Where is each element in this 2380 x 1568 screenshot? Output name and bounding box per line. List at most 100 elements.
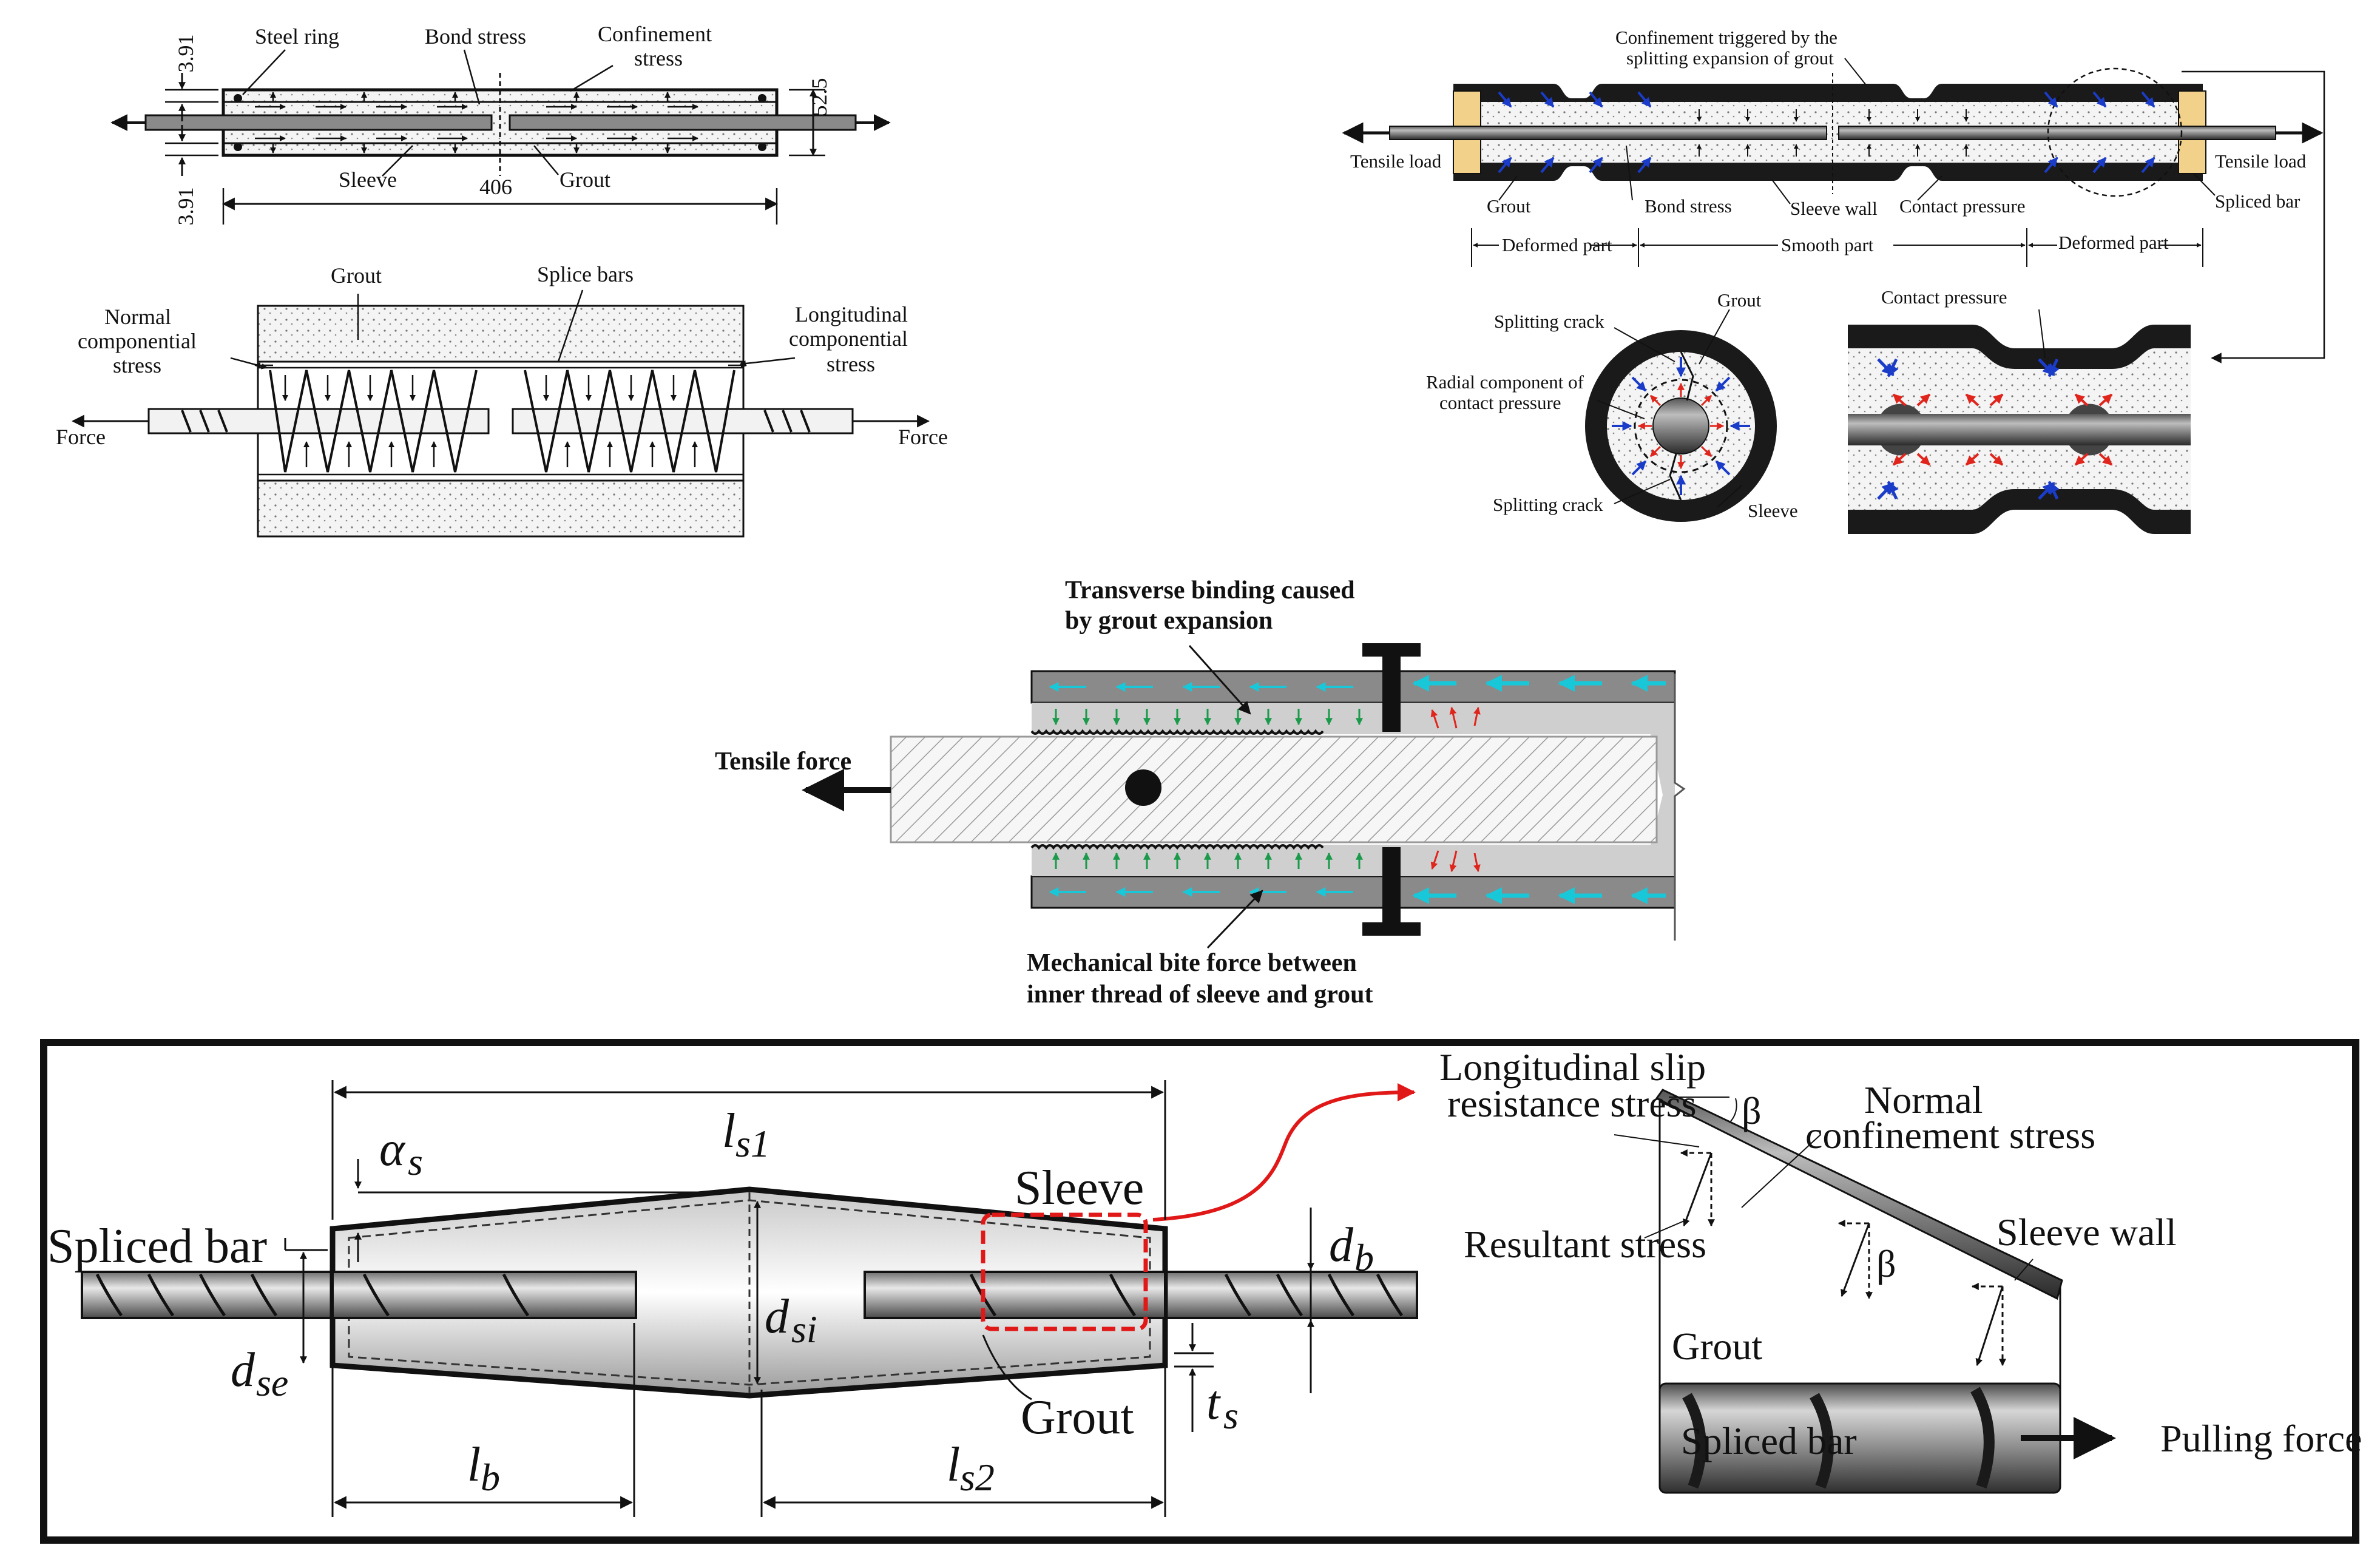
- label-sleeve-wall: Sleeve wall: [1996, 1211, 2177, 1254]
- panel-d-pin: [1125, 769, 1161, 806]
- label-ls2: l s2: [947, 1438, 995, 1499]
- label-db: d b: [1329, 1218, 1374, 1279]
- label-ls1: l s1: [722, 1104, 770, 1165]
- panel-c-blue-arrows: [1498, 91, 2155, 174]
- panel-c-sleeve-top: [1453, 84, 2203, 102]
- label-dsi-main: d: [765, 1290, 789, 1343]
- label-resultant-stress: Resultant stress: [1464, 1223, 1706, 1266]
- label-tensile-load-right: Tensile load: [2215, 150, 2307, 172]
- label-ls2-main: l: [947, 1438, 960, 1492]
- panel-a-bar-left: [144, 114, 493, 131]
- label-force-right: Force: [898, 425, 948, 449]
- panel-d-red-arrows: [1430, 706, 1481, 873]
- label-normal-confinement-line1: Normal: [1864, 1078, 1983, 1121]
- panel-c-sleeve-bottom: [1453, 163, 2203, 181]
- label-deformed-part-left: Deformed part: [1502, 234, 1612, 255]
- detail-bar: [1848, 414, 2191, 445]
- panel-d-cyan-arrows: [1049, 675, 1666, 904]
- label-confinement-line2: splitting expansion of grout: [1626, 47, 1834, 69]
- detail-red-arrows: [1892, 393, 2113, 466]
- label-longitudinal-slip-line2: resistance stress: [1447, 1082, 1697, 1125]
- label-normal-componential-line2: componential: [78, 329, 197, 353]
- label-normal-componential-line3: stress: [113, 353, 161, 377]
- label-contact-pressure: Contact pressure: [1899, 195, 2025, 217]
- label-radial-component-line2: contact pressure: [1439, 392, 1561, 413]
- panel-f-bar-ribs: [1682, 1387, 1995, 1489]
- label-grout: Grout: [1487, 195, 1531, 217]
- label-grout: Grout: [1672, 1325, 1763, 1368]
- label-normal-confinement-line2: confinement stress: [1805, 1113, 2095, 1157]
- label-mechanical-bite-line1: Mechanical bite force between: [1027, 949, 1357, 977]
- dimension-3-91-bottom: 3.91: [174, 188, 198, 226]
- panel-b: Grout Splice bars Normal componential st…: [56, 262, 948, 538]
- dimension-3-91-top: 3.91: [174, 35, 198, 73]
- label-mechanical-bite-line2: inner thread of sleeve and grout: [1027, 981, 1373, 1009]
- label-lb-sub: b: [481, 1456, 500, 1499]
- label-grout: Grout: [560, 167, 610, 192]
- label-tensile-force: Tensile force: [715, 748, 851, 776]
- label-force-left: Force: [56, 425, 106, 449]
- label-longitudinal-slip-line1: Longitudinal slip: [1439, 1046, 1706, 1089]
- panel-d-green-arrows: [1052, 709, 1363, 869]
- bottom-frame: [40, 1039, 2359, 1544]
- label-ts: t s: [1206, 1376, 1239, 1437]
- label-deformed-part-right: Deformed part: [2058, 232, 2169, 253]
- label-spliced-bar: Spliced bar: [47, 1220, 267, 1273]
- label-confinement-stress-line2: stress: [634, 46, 683, 70]
- panel-a-drawing: [110, 49, 891, 225]
- label-spliced-bar: Spliced bar: [1681, 1419, 1857, 1462]
- label-smooth-part: Smooth part: [1781, 234, 1874, 255]
- section-blue-arrows: [1612, 357, 1750, 495]
- panel-a: Steel ring Bond stress Confinement stres…: [110, 22, 891, 226]
- label-dse: d se: [231, 1343, 288, 1404]
- label-ts-sub: s: [1223, 1394, 1239, 1437]
- dimension-52-5: 52.5: [807, 78, 831, 117]
- label-transverse-binding-line1: Transverse binding caused: [1065, 576, 1355, 604]
- label-alpha-sub: s: [408, 1140, 423, 1183]
- label-dse-sub: se: [256, 1361, 288, 1404]
- panel-b-grout-top: [257, 305, 745, 363]
- panel-b-spiral: [181, 370, 811, 473]
- panel-e-highlight-box: [981, 1212, 1148, 1331]
- label-grout: Grout: [331, 263, 382, 288]
- label-ls2-sub: s2: [960, 1456, 995, 1499]
- label-alpha-s: α s: [379, 1123, 423, 1183]
- panel-c-bar-right: [1838, 126, 2276, 140]
- label-transverse-binding-line2: by grout expansion: [1065, 607, 1273, 635]
- label-tensile-load-left: Tensile load: [1350, 150, 1442, 172]
- panel-d-stopper-top: [1382, 647, 1401, 732]
- panel-d: Transverse binding caused by grout expan…: [715, 576, 1686, 1009]
- label-normal-componential-line1: Normal: [104, 305, 171, 329]
- panel-b-grout-bottom: [257, 479, 745, 538]
- panel-d-bar: [890, 735, 1658, 843]
- label-ls1-sub: s1: [735, 1122, 770, 1165]
- panel-f-sleeve-wall: [1655, 1089, 2063, 1300]
- panel-c-detail-circle: [2047, 67, 2183, 197]
- panel-f: Longitudinal slip resistance stress β No…: [1439, 1046, 2362, 1494]
- label-beta-mid: β: [1876, 1242, 1896, 1285]
- label-grout: Grout: [1021, 1391, 1134, 1444]
- panel-d-grout-top: [1032, 703, 1675, 734]
- panel-d-grout-bottom: [1032, 845, 1675, 876]
- label-bond-stress: Bond stress: [425, 24, 526, 49]
- label-confinement-line1: Confinement triggered by the: [1615, 27, 1837, 48]
- label-ls1-main: l: [722, 1104, 735, 1158]
- panel-c-bond-arrows: [1697, 109, 1969, 157]
- label-dsi: d si: [765, 1290, 817, 1351]
- label-confinement-stress-line1: Confinement: [598, 22, 712, 46]
- panel-c: Confinement triggered by the splitting e…: [1342, 27, 2325, 534]
- dimension-406: 406: [479, 175, 512, 199]
- label-lb: l b: [467, 1438, 500, 1499]
- label-spliced-bar: Spliced bar: [2215, 191, 2301, 212]
- label-splice-bars: Splice bars: [537, 262, 634, 286]
- section-bar: [1652, 397, 1709, 455]
- panel-a-stress-arrows: [255, 92, 698, 154]
- label-longitudinal-componential-line2: componential: [789, 326, 908, 351]
- label-ts-main: t: [1206, 1376, 1221, 1430]
- label-steel-ring: Steel ring: [255, 24, 339, 49]
- label-beta-top: β: [1742, 1089, 1762, 1132]
- panel-e: l s1 α s Sleeve Spliced bar d b d si d s…: [47, 1080, 1418, 1517]
- label-dsi-sub: si: [791, 1308, 817, 1351]
- panel-d-stopper-bottom: [1382, 847, 1401, 932]
